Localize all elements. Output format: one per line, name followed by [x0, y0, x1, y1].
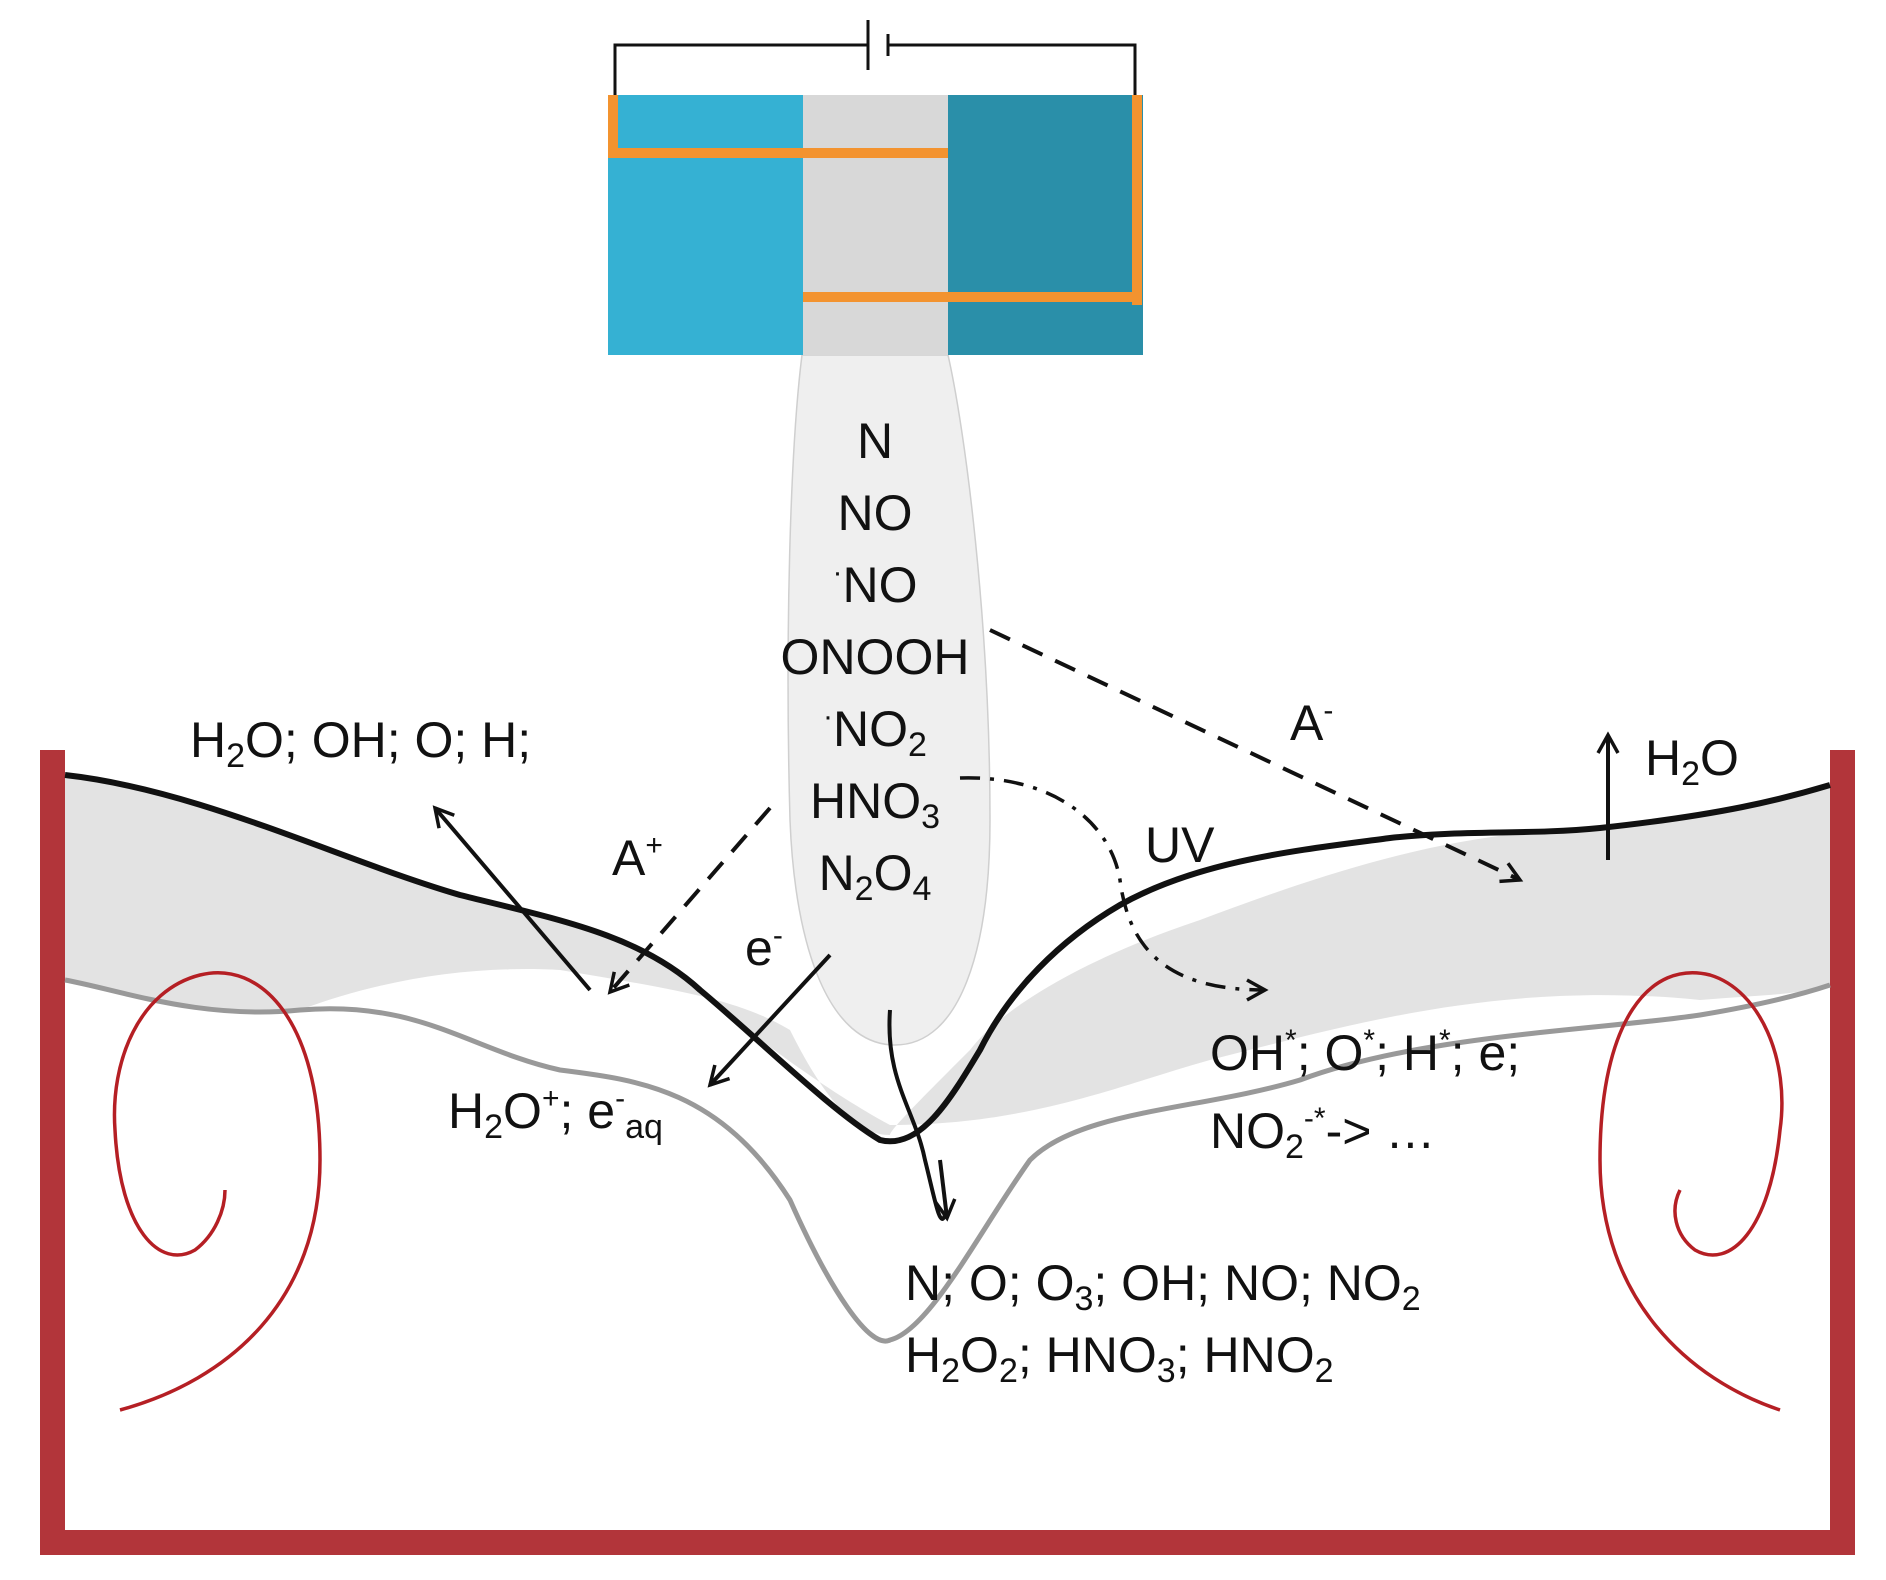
species-onooh: ONOOH	[781, 629, 970, 685]
electrode-left-vertical	[608, 95, 618, 157]
species-no-radical: ·NO	[833, 556, 918, 613]
surface-species-label: H2O+; e-aq	[448, 1082, 663, 1146]
radical-species-line1: OH*; O*; H*; e;	[1210, 1024, 1520, 1081]
species-n: N	[857, 413, 893, 469]
species-no2-radical: ·NO2	[823, 700, 927, 764]
species-no: NO	[838, 485, 913, 541]
uv-arrow	[959, 776, 1269, 1002]
container-bottom	[40, 1530, 1855, 1555]
electron-label: e-	[745, 919, 783, 976]
electron-arrow	[707, 953, 832, 1088]
swirl-icon	[112, 971, 322, 1412]
interface-layer	[65, 775, 1830, 1135]
device-center-channel	[803, 95, 948, 355]
wire	[613, 43, 868, 95]
cation-label: A+	[612, 829, 663, 886]
anion-flux-arrow	[989, 628, 1524, 884]
gas-phase-arrow	[432, 805, 592, 992]
reactor-container	[40, 750, 1855, 1555]
battery-icon	[866, 20, 890, 70]
cation-flux-arrow	[607, 806, 772, 995]
radical-species-line2: NO2-*-> …	[1210, 1102, 1435, 1166]
interface-lower-boundary	[64, 977, 1831, 1344]
electrode-lower	[803, 292, 1142, 302]
evaporation-label: H2O	[1645, 730, 1739, 793]
species-n2o4: N2O4	[819, 845, 932, 908]
liquid-surface	[64, 772, 1831, 1145]
device-left-block	[608, 95, 803, 355]
plasma-plume	[787, 354, 991, 1046]
wire	[888, 43, 1137, 95]
plume-species-list: N NO ·NO ONOOH ·NO2 HNO3 N2O4	[781, 413, 970, 908]
anion-label: A-	[1290, 694, 1333, 751]
electrode-right-vertical	[1132, 95, 1142, 305]
electrode-upper	[608, 148, 948, 158]
device-right-block	[948, 95, 1143, 355]
container-left-wall	[40, 750, 65, 1555]
bulk-species-line1: N; O; O3; OH; NO; NO2	[905, 1255, 1421, 1318]
plasma-jet-device	[608, 20, 1143, 355]
gas-phase-species-label: H2O; OH; O; H;	[190, 712, 531, 775]
species-hno3: HNO3	[810, 773, 940, 836]
container-right-wall	[1830, 750, 1855, 1555]
bulk-species-line2: H2O2; HNO3; HNO2	[905, 1327, 1334, 1390]
uv-label: UV	[1145, 817, 1215, 873]
bulk-transport-arrow-head	[933, 1159, 957, 1222]
swirl-icon	[1598, 971, 1784, 1412]
